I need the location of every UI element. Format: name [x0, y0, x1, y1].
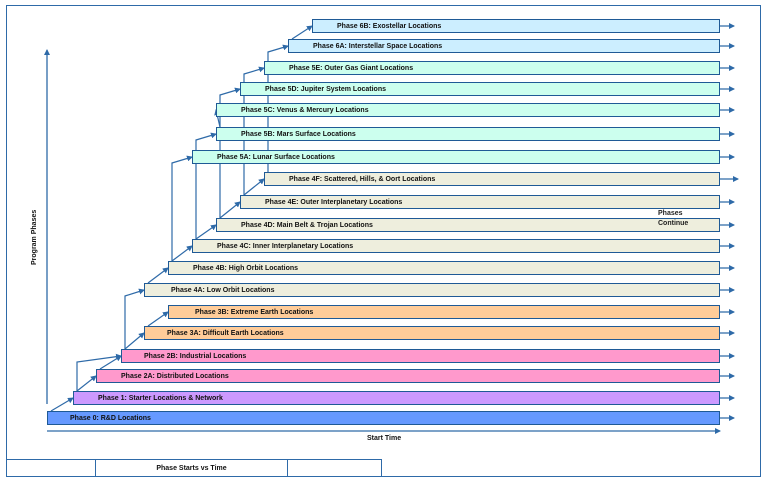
connector-p2b-to-p3a: [125, 332, 145, 349]
phase-bar-p4b: Phase 4B: High Orbit Locations: [168, 261, 720, 275]
phase-bar-p3a: Phase 3A: Difficult Earth Locations: [144, 326, 720, 340]
phase-label: Phase 6B: Exostellar Locations: [337, 22, 442, 30]
phase-label: Phase 4A: Low Orbit Locations: [171, 286, 275, 294]
phase-bar-p5d: Phase 5D: Jupiter System Locations: [240, 82, 720, 96]
connector-p4b-to-p5a: [172, 155, 193, 261]
phase-bar-p3b: Phase 3B: Extreme Earth Locations: [168, 305, 720, 319]
phase-label: Phase 1: Starter Locations & Network: [98, 394, 223, 402]
phase-bar-p5e: Phase 5E: Outer Gas Giant Locations: [264, 61, 720, 75]
connector-p1-to-p2b: [77, 353, 122, 391]
phase-bar-p2a: Phase 2A: Distributed Locations: [96, 369, 720, 383]
phase-label: Phase 2B: Industrial Locations: [144, 352, 247, 360]
connector-p1-to-p2a: [77, 375, 97, 391]
connector-p4c-to-p5b: [196, 132, 217, 239]
phase-bar-p4d: Phase 4D: Main Belt & Trojan Locations: [216, 218, 720, 232]
phase-label: Phase 5B: Mars Surface Locations: [241, 130, 356, 138]
phase-bar-p4e: Phase 4E: Outer Interplanetary Locations: [240, 195, 720, 209]
x-axis-label: Start Time: [367, 435, 402, 442]
phase-label: Phase 4E: Outer Interplanetary Locations: [265, 198, 403, 206]
footer-cell-1: [6, 459, 96, 477]
connector-p2b-to-p4a: [125, 288, 145, 349]
phase-bar-p5b: Phase 5B: Mars Surface Locations: [216, 127, 720, 141]
connector-p4e-to-p4f: [244, 178, 265, 195]
connector-p6a-to-p6b: [292, 25, 313, 39]
phase-bar-p4f: Phase 4F: Scattered, Hills, & Oort Locat…: [264, 172, 720, 186]
diagram-frame: [6, 5, 761, 477]
connector-p4c-to-p4d: [196, 224, 217, 239]
phase-label: Phase 5C: Venus & Mercury Locations: [241, 106, 369, 114]
phase-bar-p6b: Phase 6B: Exostellar Locations: [312, 19, 720, 33]
phase-label: Phase 6A: Interstellar Space Locations: [313, 42, 443, 50]
phases-continue-note: Phases Continue: [658, 209, 688, 229]
phase-label: Phase 3B: Extreme Earth Locations: [195, 308, 314, 316]
note-line-2: Continue: [658, 220, 689, 227]
phase-bar-p4a: Phase 4A: Low Orbit Locations: [144, 283, 720, 297]
phase-label: Phase 0: R&D Locations: [70, 414, 151, 422]
phase-bar-p5c: Phase 5C: Venus & Mercury Locations: [216, 103, 720, 117]
connector-p4d-to-p4e: [220, 201, 241, 218]
y-axis-label: Program Phases: [31, 209, 38, 265]
phase-label: Phase 5A: Lunar Surface Locations: [217, 153, 335, 161]
phase-label: Phase 5D: Jupiter System Locations: [265, 85, 386, 93]
footer-cell-3: [287, 459, 382, 477]
phase-label: Phase 2A: Distributed Locations: [121, 372, 229, 380]
phase-bar-p4c: Phase 4C: Inner Interplanetary Locations: [192, 239, 720, 253]
phase-label: Phase 5E: Outer Gas Giant Locations: [289, 64, 414, 72]
connector-p4b-to-p4c: [172, 245, 193, 261]
phase-bar-p5a: Phase 5A: Lunar Surface Locations: [192, 150, 720, 164]
connector-p0-to-p1: [51, 398, 74, 411]
connector-p3a-to-p3b: [148, 311, 169, 326]
phase-label: Phase 4B: High Orbit Locations: [193, 264, 299, 272]
phase-bar-p6a: Phase 6A: Interstellar Space Locations: [288, 39, 720, 53]
phase-label: Phase 4D: Main Belt & Trojan Locations: [241, 221, 373, 229]
footer-table: Phase Starts vs Time: [6, 459, 761, 477]
phase-label: Phase 4F: Scattered, Hills, & Oort Locat…: [289, 175, 436, 183]
note-line-1: Phases: [658, 210, 683, 217]
connector-p4a-to-p4b: [148, 267, 169, 283]
phase-bar-p0: Phase 0: R&D Locations: [47, 411, 720, 425]
footer-title-cell: Phase Starts vs Time: [95, 459, 288, 477]
connector-p4d-to-p5d: [220, 87, 241, 218]
phase-label: Phase 4C: Inner Interplanetary Locations: [217, 242, 354, 250]
phase-bar-p1: Phase 1: Starter Locations & Network: [73, 391, 720, 405]
phase-bar-p2b: Phase 2B: Industrial Locations: [121, 349, 720, 363]
phase-label: Phase 3A: Difficult Earth Locations: [167, 329, 284, 337]
